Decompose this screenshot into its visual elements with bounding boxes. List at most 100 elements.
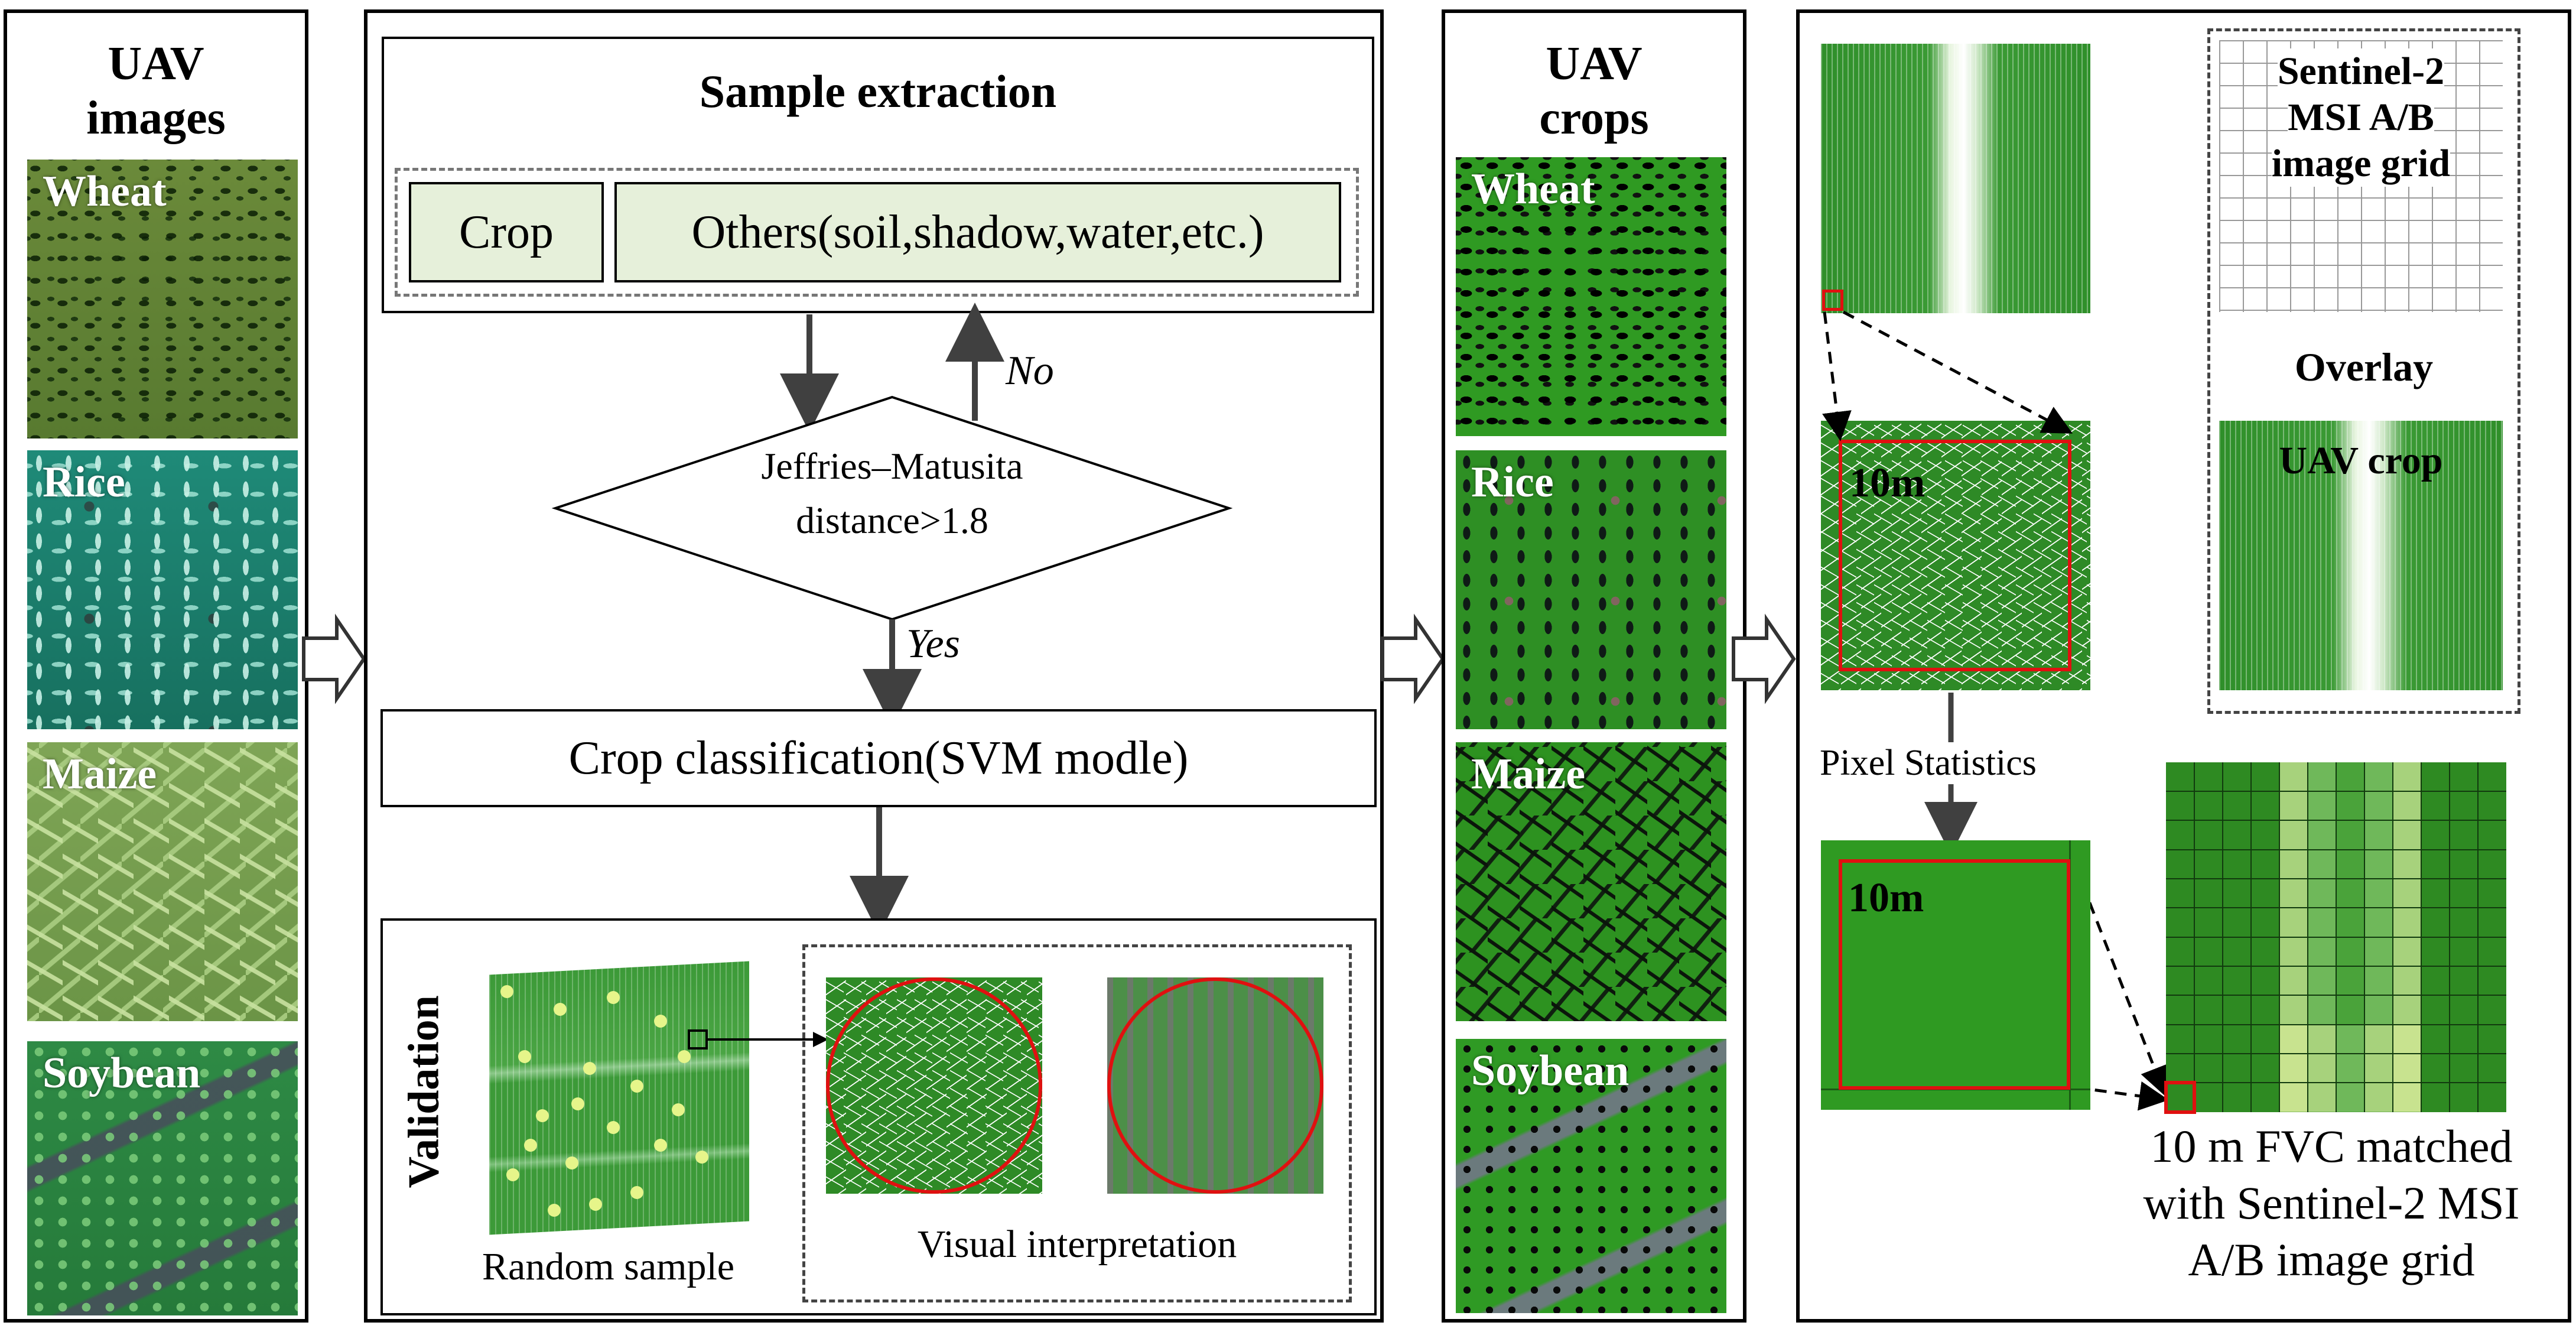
zoomed-10m-cell [1821,421,2090,690]
fvc-grid-cell [2364,1024,2393,1054]
fvc-grid-cell [2279,1054,2308,1083]
hollow-arrow-right-icon-3 [1732,613,1796,704]
visual-interpretation-label: Visual interpretation [917,1223,1237,1266]
selected-cell-marker [1822,290,1843,311]
uav-image-maize: Maize [27,742,298,1021]
fvc-grid-cell [2393,1054,2421,1083]
fvc-grid-cell [2393,849,2421,879]
uav-images-panel: UAV images Wheat Rice Maize Soybean [4,9,308,1323]
sentinel-grid-dashed-group [2207,28,2520,714]
fvc-grid-cell [2364,966,2393,996]
processing-panel: Sample extraction Crop Others(soil,shado… [364,9,1384,1323]
fvc-grid-cell [2279,995,2308,1025]
fvc-grid-cell [2336,937,2364,967]
crop-tile-label-wheat: Wheat [1471,165,1595,213]
uav-crops-title: UAV crops [1445,37,1743,145]
fvc-grid-cell [2308,1054,2336,1083]
uav-image-rice: Rice [27,450,298,729]
pixel-statistics-label: Pixel Statistics [1817,742,2039,784]
fvc-grid-cell [2393,995,2421,1025]
validation-box: Validation Random sample Visual interpre… [380,918,1377,1315]
decision-text-line2: distance>1.8 [796,499,988,541]
fvc-grid-cell [2279,937,2308,967]
crop-class-box: Crop [409,182,604,282]
fvc-grid-cell [2393,791,2421,821]
fvc-grid-cell [2308,966,2336,996]
fvc-grid-cell [2393,1083,2421,1112]
fvc-grid-map [2164,762,2506,1114]
fvc-grid-cell [2279,908,2308,937]
fvc-grid-cell [2336,1054,2364,1083]
decision-text-line1: Jeffries–Matusita [761,445,1023,487]
crop-classification-box: Crop classification(SVM modle) [380,709,1377,807]
fvc-grid-cell [2336,1024,2364,1054]
fvc-grid-cell [2364,879,2393,908]
fvc-grid-cell [2364,849,2393,879]
uav-crop-wheat: Wheat [1456,157,1726,436]
fvc-grid-cell [2336,966,2364,996]
fvc-grid-cell [2308,1083,2336,1112]
fvc-grid-cell [2279,1083,2308,1112]
sentinel-grid-label-line3: image grid [2271,141,2451,187]
fvc-grid-cell [2308,879,2336,908]
sentinel-grid-label-line1: Sentinel-2 [2277,48,2445,95]
fvc-grid-cell [2308,908,2336,937]
visual-sample-classified-circle [826,977,1042,1194]
fvc-grid-cell [2308,762,2336,792]
fvc-grid-cell [2308,1024,2336,1054]
fvc-grid-cell [2279,879,2308,908]
scale-label-bottom: 10m [1848,875,1924,921]
flow-connectors [551,303,1233,935]
fvc-grid-cell [2364,820,2393,850]
fvc-caption-line1: 10 m FVC matched [2150,1120,2513,1172]
fvc-grid-cell [2393,966,2421,996]
fvc-grid-cell [2336,762,2364,792]
fvc-grid-cell [2393,879,2421,908]
yes-label: Yes [906,621,960,667]
sample-extraction-title: Sample extraction [699,66,1057,117]
fvc-grid-cell [2308,937,2336,967]
uav-crops-title-line2: crops [1539,92,1649,144]
sentinel-grid-label: Sentinel-2 MSI A/B image grid [2219,48,2503,187]
fvc-grid-cell [2336,791,2364,821]
fvc-grid-cell [2393,937,2421,967]
fvc-grid-cell [2336,1083,2364,1112]
sample-classes-dashed-group [395,168,1359,297]
grid-matching-panel: 10m Pixel Statistics 10m Sentinel-2 MSI … [1796,9,2571,1323]
fvc-grid-cell [2308,820,2336,850]
uav-crop-overlay-label: UAV crop [2279,439,2443,482]
uav-crops-title-line1: UAV [1546,38,1642,90]
visual-interpretation-dashed-group [802,944,1352,1302]
fvc-grid-cell [2364,1054,2393,1083]
fvc-grid-cell [2393,908,2421,937]
tile-label-wheat: Wheat [43,167,167,216]
fvc-grid-cell [2364,937,2393,967]
fvc-grid-cell [2308,995,2336,1025]
tile-label-soybean: Soybean [43,1049,201,1097]
uav-crops-panel: UAV crops Wheat Rice Maize Soybean [1442,9,1746,1323]
fvc-grid-cell [2308,791,2336,821]
sentinel-grid-label-line2: MSI A/B [2288,95,2434,141]
visual-sample-original-circle [1107,977,1323,1194]
uav-image-wheat: Wheat [27,160,298,438]
uav-crop-maize: Maize [1456,742,1726,1021]
uav-crop-overlay-image [2219,421,2503,690]
scale-label-top: 10m [1849,460,1926,506]
uav-images-title-line2: images [86,92,226,144]
fvc-caption-line2: with Sentinel-2 MSI [2143,1177,2520,1229]
fvc-grid-cell [2336,908,2364,937]
hollow-arrow-right-icon [302,613,366,704]
hollow-arrow-right-icon-2 [1381,613,1445,704]
uav-crop-rice: Rice [1456,450,1726,729]
zoomed-10m-frame [1839,440,2071,671]
fvc-caption: 10 m FVC matched with Sentinel-2 MSI A/B… [2095,1118,2568,1288]
fvc-grid-cell [2364,908,2393,937]
tile-label-maize: Maize [43,750,157,798]
fvc-grid-cell [2308,849,2336,879]
no-label: No [1006,348,1054,394]
fvc-grid-cell [2393,762,2421,792]
random-sample-points [500,985,828,1217]
fvc-caption-line3: A/B image grid [2188,1234,2475,1285]
uav-image-soybean: Soybean [27,1041,298,1315]
overlay-label: Overlay [2294,345,2434,389]
